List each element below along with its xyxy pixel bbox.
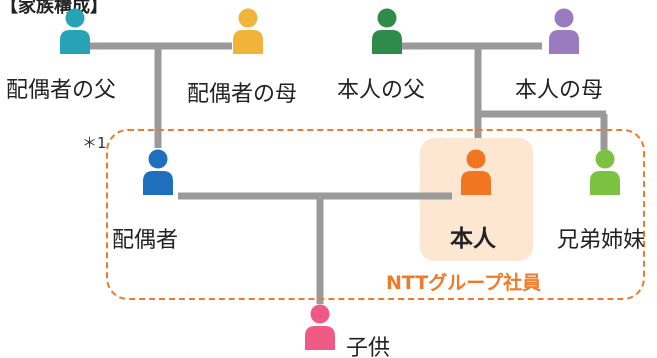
self-father-icon xyxy=(369,8,405,54)
person-head xyxy=(466,149,486,169)
person-head xyxy=(377,8,397,28)
ntt-group-boundary xyxy=(106,129,645,300)
self-mother-icon xyxy=(546,8,582,54)
person-body xyxy=(233,30,263,54)
footnote-marker: ＊1 xyxy=(82,134,107,152)
person-body xyxy=(461,171,491,195)
self-icon xyxy=(458,149,494,195)
spouse-icon xyxy=(140,149,176,195)
person-head xyxy=(554,8,574,28)
spouse-label: 配偶者 xyxy=(112,228,179,253)
self-father-label: 本人の父 xyxy=(337,78,426,103)
self-label: 本人 xyxy=(450,226,496,252)
person-head xyxy=(310,304,330,324)
spouse-mother-label: 配偶者の母 xyxy=(187,82,298,107)
ntt-group-label: NTTグループ社員 xyxy=(386,272,542,294)
spouse-father-label: 配偶者の父 xyxy=(6,78,117,103)
person-head xyxy=(65,8,85,28)
person-head xyxy=(148,149,168,169)
person-body xyxy=(590,171,620,195)
person-head xyxy=(595,149,615,169)
person-body xyxy=(143,171,173,195)
child-label: 子供 xyxy=(346,336,391,358)
person-head xyxy=(238,8,258,28)
person-body xyxy=(60,30,90,54)
spouse-father-icon xyxy=(57,8,93,54)
sibling-label: 兄弟姉妹 xyxy=(557,228,646,253)
sibling-icon xyxy=(587,149,623,195)
spouse-mother-icon xyxy=(230,8,266,54)
person-body xyxy=(305,326,335,350)
person-body xyxy=(372,30,402,54)
self-mother-label: 本人の母 xyxy=(515,78,604,103)
person-body xyxy=(549,30,579,54)
child-icon xyxy=(302,304,338,350)
